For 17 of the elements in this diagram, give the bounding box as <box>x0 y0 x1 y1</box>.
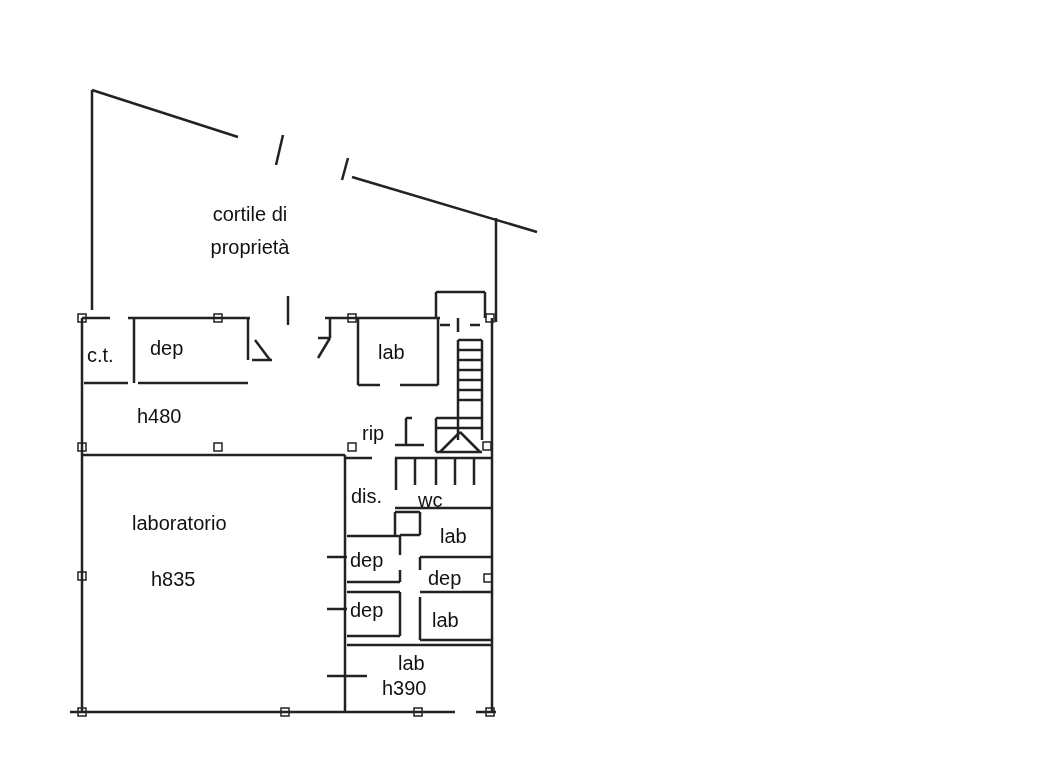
room-label: h480 <box>137 404 182 428</box>
room-label: lab <box>378 340 405 364</box>
room-label: h835 <box>151 567 196 591</box>
room-label: lab <box>432 608 459 632</box>
room-label: dep <box>350 548 384 572</box>
room-label: dis. <box>351 484 383 508</box>
room-label: lab <box>440 524 467 548</box>
room-label: dep <box>150 336 184 360</box>
room-label: laboratorio <box>132 511 227 535</box>
room-label: dep <box>350 598 384 622</box>
room-label: lab <box>398 651 425 675</box>
room-label: c.t. <box>87 343 114 367</box>
room-label: h390 <box>382 676 427 700</box>
room-label: rip <box>362 421 385 445</box>
room-label: dep <box>428 566 462 590</box>
room-label: cortile di proprietà <box>209 202 291 260</box>
room-label: wc <box>418 488 443 512</box>
